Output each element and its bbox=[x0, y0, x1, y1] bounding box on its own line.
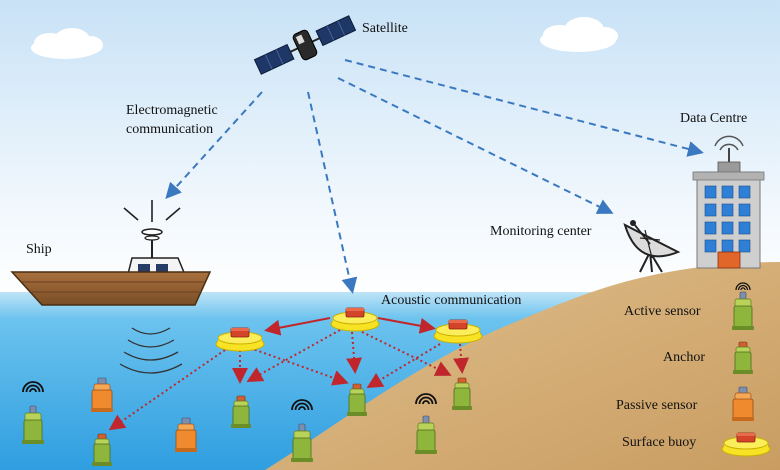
ship-label: Ship bbox=[26, 242, 52, 257]
satellite-links bbox=[165, 59, 704, 294]
ship-sonar-waves-icon bbox=[119, 327, 183, 374]
building-window bbox=[738, 239, 751, 253]
link-to-buoy bbox=[307, 91, 358, 294]
legend-anchor-label: Anchor bbox=[663, 350, 705, 365]
monitoring-center-dish-icon bbox=[623, 220, 681, 273]
link-to-data-centre bbox=[344, 59, 704, 157]
link-to-monitoring-center bbox=[337, 77, 614, 214]
building-window bbox=[738, 185, 751, 199]
building-window bbox=[721, 221, 734, 235]
legend-surface-buoy-label: Surface buoy bbox=[622, 435, 697, 450]
building-window bbox=[721, 203, 734, 217]
ship-icon bbox=[10, 200, 212, 306]
legend-passive-sensor-label: Passive sensor bbox=[616, 398, 698, 413]
cloud-right bbox=[540, 17, 618, 52]
acoustic-links bbox=[264, 317, 436, 336]
building-door bbox=[717, 251, 741, 269]
building-window bbox=[721, 239, 734, 253]
legend-active-sensor-label: Active sensor bbox=[624, 304, 701, 319]
building-window bbox=[704, 203, 717, 217]
monitoring-center-label: Monitoring center bbox=[490, 224, 592, 239]
acoustic-communication-label: Acoustic communication bbox=[381, 293, 522, 308]
communication-label: communication bbox=[126, 122, 214, 137]
building-windows bbox=[704, 185, 751, 253]
ship-signal-icon bbox=[123, 200, 181, 222]
building-window bbox=[738, 221, 751, 235]
building-window bbox=[721, 185, 734, 199]
building-window bbox=[704, 221, 717, 235]
acoustic-dotted-links bbox=[108, 329, 470, 431]
cloud-left bbox=[31, 28, 103, 59]
satellite-label: Satellite bbox=[362, 21, 408, 36]
building-window bbox=[738, 203, 751, 217]
building-window bbox=[704, 239, 717, 253]
data-centre-label: Data Centre bbox=[680, 111, 748, 126]
electromagnetic-label: Electromagnetic bbox=[126, 103, 218, 118]
building-window bbox=[704, 185, 717, 199]
satellite-icon bbox=[253, 15, 357, 75]
shore-sand bbox=[265, 262, 780, 470]
